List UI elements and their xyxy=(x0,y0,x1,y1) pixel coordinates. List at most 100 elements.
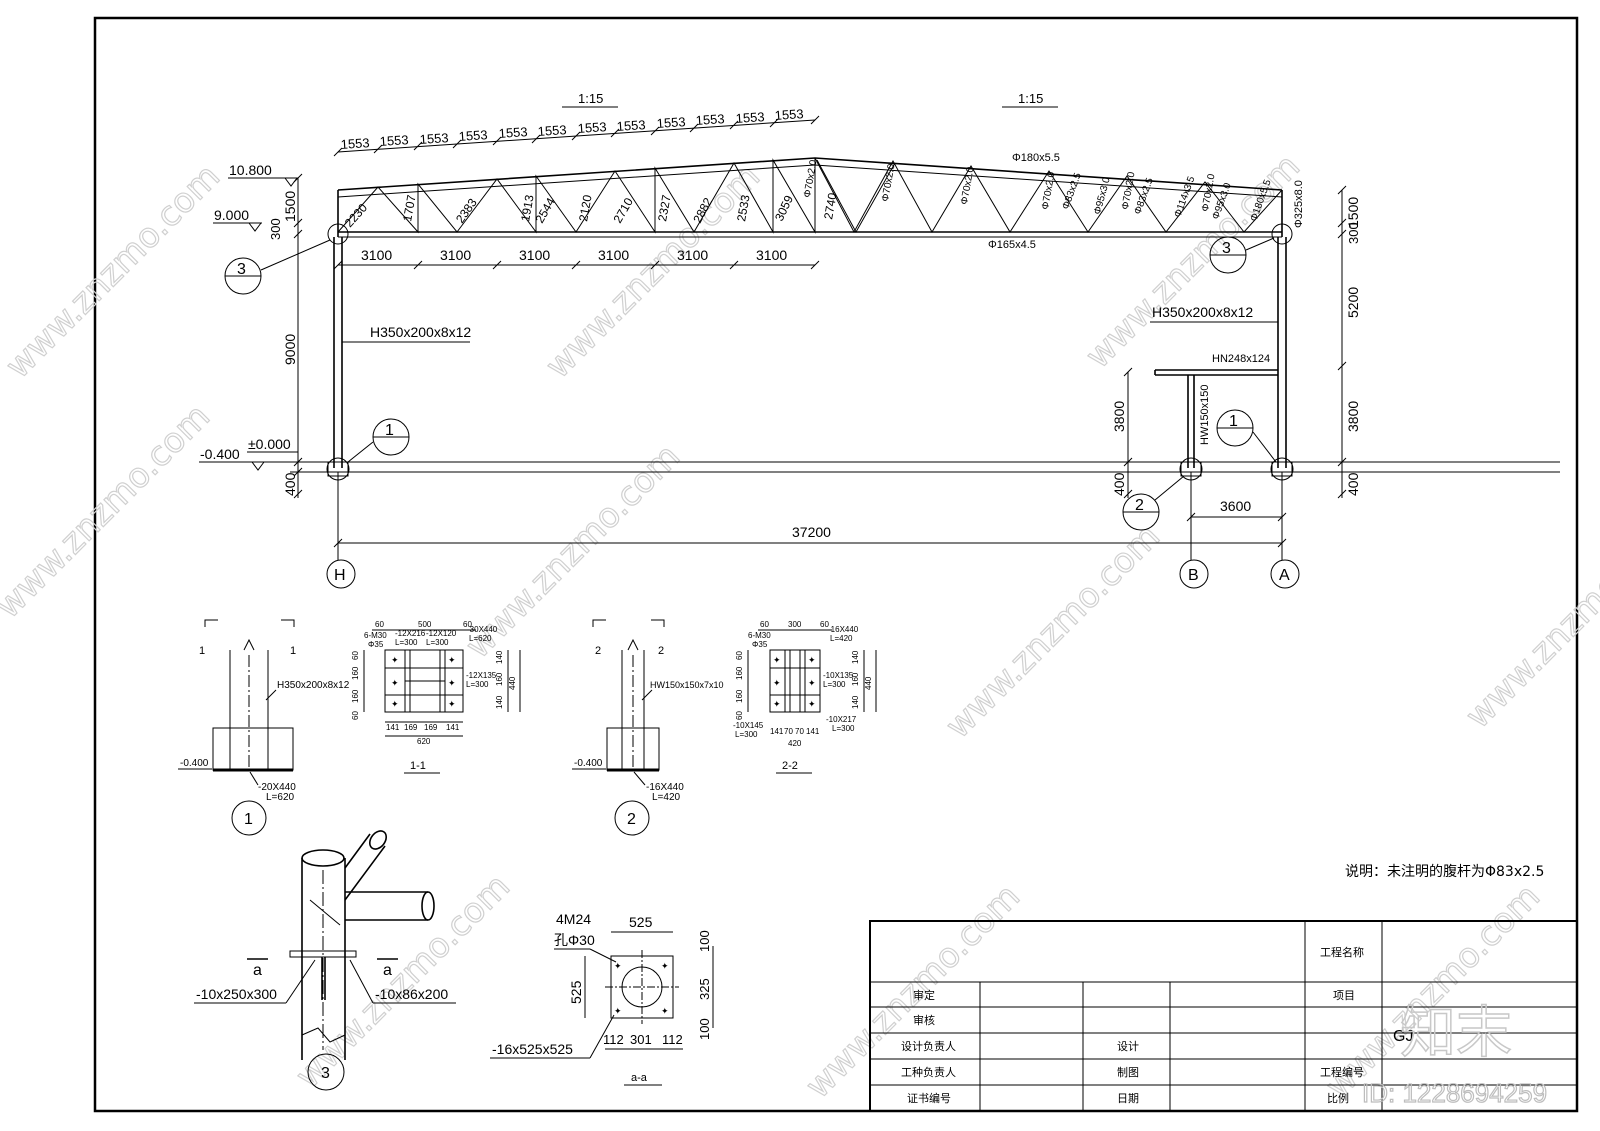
base-plate-plan xyxy=(384,649,464,713)
detail-2-2-title: 2-2 xyxy=(782,760,798,772)
web-length: 2230 xyxy=(342,201,370,230)
elev-ridge: 10.800 xyxy=(229,162,272,178)
web-section: Φ70x2.0 xyxy=(880,163,898,203)
axis-label: A xyxy=(1279,567,1290,584)
web-section: Φ70x2.0 xyxy=(1040,171,1058,211)
aa-right-dim: 325 xyxy=(697,978,712,1000)
dim-text: L=300 xyxy=(735,730,758,739)
bottom-panel-dim: 3100 xyxy=(440,247,471,263)
detail2-title: 2 xyxy=(627,811,636,828)
detail2-level: -0.400 xyxy=(574,758,603,769)
dim-text: 140 xyxy=(851,650,860,664)
dim-text: 169 xyxy=(424,723,438,732)
right-dim: 1500 xyxy=(1345,197,1361,228)
top-panel-dim: 1553 xyxy=(735,109,765,126)
dim-text: 140 xyxy=(851,695,860,709)
dim-text: 60 xyxy=(735,711,744,720)
dim-text: L=300 xyxy=(466,680,489,689)
tb-row-label: 审定 xyxy=(913,988,935,1002)
title-block: 审定 审核 设计负责人 工种负责人 证书编号 设计 制图 日期 工程名称 项目 … xyxy=(869,920,1578,1112)
tb-row-label: 工程编号 xyxy=(1320,1065,1364,1079)
cut-mark: 1 xyxy=(199,645,205,657)
dim-text: 440 xyxy=(864,676,873,690)
drawing-number: GJ xyxy=(1393,1028,1413,1045)
dim-text: L=620 xyxy=(469,634,492,643)
detail-marker-text: 1 xyxy=(1229,413,1238,430)
top-panel-dim: 1553 xyxy=(498,124,528,141)
watermark-text: www.znzmo.com xyxy=(1458,506,1600,736)
left-dim: 400 xyxy=(282,472,298,496)
bottom-panel-dim: 3100 xyxy=(361,247,392,263)
detail-marker-text: 2 xyxy=(1135,497,1144,514)
dim-text: 6-M30 xyxy=(364,631,387,640)
dim-text: Φ35 xyxy=(368,640,384,649)
truss-elevation: 1:15 1:15 1553 1553 1553 1553 xyxy=(199,91,1560,589)
detail-marker-text: 3 xyxy=(237,261,246,278)
left-dim: 9000 xyxy=(282,334,298,365)
detail2-column-label: HW150x150x7x10 xyxy=(650,680,724,690)
sheet-border xyxy=(93,16,1579,1113)
scale-label: 1:15 xyxy=(578,91,603,106)
dim-text: 60 xyxy=(760,620,769,629)
svg-text:✦: ✦ xyxy=(773,699,781,709)
tb-row-label: 证书编号 xyxy=(907,1091,951,1105)
detail3-plate1: -10x250x300 xyxy=(196,986,277,1002)
aa-title: a-a xyxy=(631,1072,648,1084)
bottom-panel-dim: 3100 xyxy=(598,247,629,263)
detail1-title: 1 xyxy=(244,811,253,828)
web-length: 2740 xyxy=(821,191,839,220)
aa-bottom-dim: 301 xyxy=(630,1032,652,1047)
tb-row-label: 项目 xyxy=(1333,989,1355,1002)
dim-text: 141 xyxy=(770,727,784,736)
cut-mark: 1 xyxy=(290,645,296,657)
top-panel-dim: 1553 xyxy=(419,130,449,147)
svg-text:✦: ✦ xyxy=(661,1006,669,1016)
dim-text: -30X440 xyxy=(467,625,498,634)
mezzanine-beam-label: HN248x124 xyxy=(1212,353,1270,365)
bottom-panel-dim: 3100 xyxy=(677,247,708,263)
tb-row-label: 日期 xyxy=(1117,1092,1139,1105)
detail-a-a: ✦✦✦✦ 4M24 孔Φ30 525 525 100 325 100 112 3… xyxy=(490,911,714,1086)
right-dim: 300 xyxy=(1346,222,1361,244)
web-length: 2710 xyxy=(610,195,636,225)
svg-text:✦: ✦ xyxy=(808,699,816,709)
aa-right-dim: 100 xyxy=(697,930,712,952)
general-note: 说明：未注明的腹杆为Φ83x2.5 xyxy=(1345,863,1544,880)
tb-row-label: 审核 xyxy=(913,1013,935,1027)
dim-text: -16X440 xyxy=(828,625,859,634)
web-length: 2327 xyxy=(655,193,673,222)
elev-ground: ±0.000 xyxy=(248,436,291,452)
cut-mark: 2 xyxy=(658,645,664,657)
web-section: Φ83x2.5 xyxy=(1132,176,1155,216)
mezz-base-dim: 400 xyxy=(1111,472,1127,496)
svg-text:✦: ✦ xyxy=(661,961,669,971)
web-length: 2383 xyxy=(453,196,480,226)
top-panel-dim: 1553 xyxy=(774,106,804,123)
base-plate-plan-2 xyxy=(769,649,821,713)
detail-1: 1 1 H350x200x8x12 -0.400 -20X440 L=620 1 xyxy=(178,619,350,836)
svg-text:✦: ✦ xyxy=(614,961,622,971)
dim-text: -12X135 xyxy=(466,671,497,680)
mezz-span-dim: 3600 xyxy=(1220,498,1251,514)
dim-text: 60 xyxy=(351,651,360,660)
top-panel-dim: 1553 xyxy=(340,135,370,152)
right-dim: 5200 xyxy=(1345,287,1361,318)
aa-bottom-dim: 112 xyxy=(603,1032,624,1047)
right-column-label: H350x200x8x12 xyxy=(1152,304,1253,320)
dim-text: -12X120 xyxy=(426,629,457,638)
web-section: Φ70x2.0 xyxy=(802,159,820,199)
left-webs xyxy=(337,158,816,234)
left-column-label: H350x200x8x12 xyxy=(370,324,471,340)
top-panel-dim: 1553 xyxy=(537,122,567,139)
detail-1-1-title: 1-1 xyxy=(410,760,426,772)
aa-hole: 孔Φ30 xyxy=(554,932,595,948)
svg-text:✦: ✦ xyxy=(773,678,781,688)
watermark-text: www.znzmo.com xyxy=(538,156,768,386)
dim-text: -10X145 xyxy=(733,721,764,730)
end-post-label: Φ325x8.0 xyxy=(1293,180,1305,228)
detail-marker-text: 3 xyxy=(1222,240,1231,257)
web-section: Φ95x3.0 xyxy=(1092,176,1113,216)
dim-text: -10X135 xyxy=(823,671,854,680)
svg-text:✦: ✦ xyxy=(614,1006,622,1016)
detail3-plate2: -10x86x200 xyxy=(375,986,448,1002)
